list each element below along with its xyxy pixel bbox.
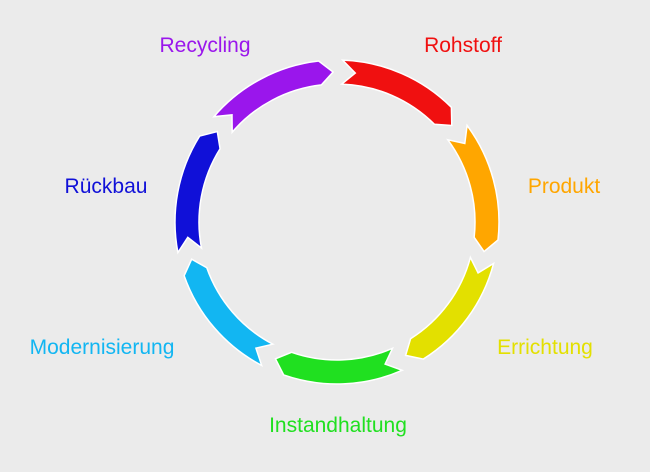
label-rohstoff: Rohstoff — [424, 34, 502, 57]
label-errichtung: Errichtung — [497, 336, 593, 359]
arrow-segment-errichtung — [404, 255, 495, 360]
label-instandhaltung: Instandhaltung — [269, 414, 407, 437]
arrow-segment-recycling — [212, 60, 335, 135]
label-produkt: Produkt — [527, 175, 601, 198]
arrow-segment-rohstoff — [339, 59, 453, 127]
label-modernisierung: Modernisierung — [29, 336, 175, 359]
arrow-segment-modernisierung — [183, 258, 275, 367]
arrow-segment-instandhaltung — [274, 346, 405, 385]
arrow-segment-produkt — [446, 123, 500, 253]
label-rueckbau: Rückbau — [64, 175, 148, 198]
label-recycling: Recycling — [159, 34, 251, 57]
arrow-segment-rueckbau — [174, 130, 221, 255]
